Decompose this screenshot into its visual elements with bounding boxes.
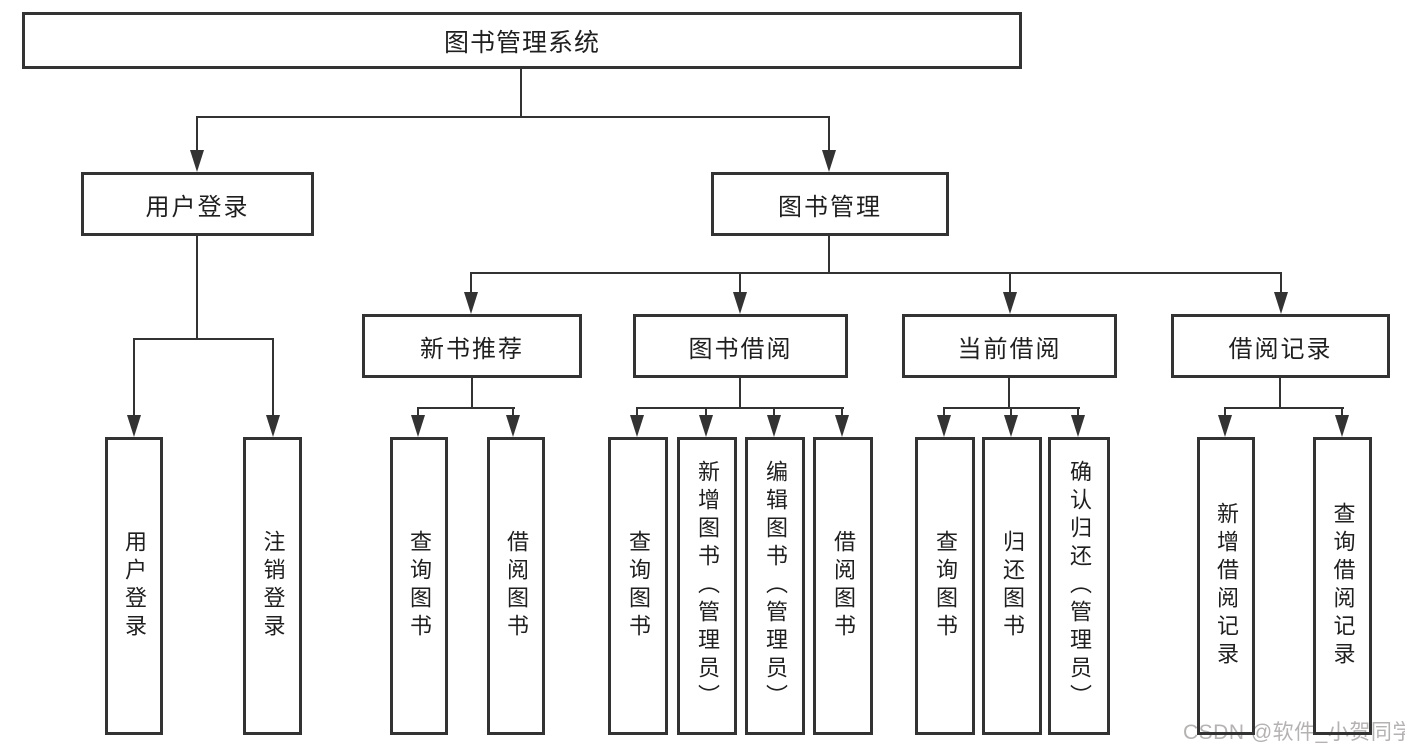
leaf-query-books-recommend: 查询图书	[390, 437, 448, 735]
connector-book-mgmt-drop	[828, 116, 830, 152]
arrow-down-icon	[127, 415, 141, 437]
arrow-down-icon	[767, 415, 781, 437]
leaf-query-borrow-record: 查询借阅记录	[1313, 437, 1372, 735]
node-new-book-recommend: 新书推荐	[362, 314, 582, 378]
leaf-query-books-borrow: 查询图书	[608, 437, 668, 735]
connector-stem	[471, 378, 473, 409]
arrow-down-icon	[1004, 415, 1018, 437]
leaf-return-books: 归还图书	[982, 437, 1042, 735]
connector-drop	[1224, 407, 1226, 417]
node-label: 用户登录	[145, 193, 250, 221]
node-label: 当前借阅	[957, 335, 1062, 363]
node-label: 借阅记录	[1228, 335, 1333, 363]
node-label: 借阅图书	[831, 530, 856, 642]
node-label: 查询借阅记录	[1330, 502, 1356, 670]
connector-drop	[705, 407, 707, 417]
arrow-down-icon	[1274, 292, 1288, 314]
arrow-down-icon	[464, 292, 478, 314]
node-label: 编辑图书（管理员）	[763, 460, 788, 712]
leaf-borrow-books-recommend: 借阅图书	[487, 437, 545, 735]
connector-drop	[1280, 272, 1282, 294]
node-label: 图书管理系统	[443, 28, 600, 57]
node-label: 图书借阅	[688, 335, 793, 363]
connector-drop	[1077, 407, 1079, 417]
node-user-login: 用户登录	[81, 172, 314, 236]
node-current-borrow: 当前借阅	[902, 314, 1117, 378]
leaf-add-book-admin: 新增图书（管理员）	[677, 437, 737, 735]
leaf-query-books-current: 查询图书	[915, 437, 975, 735]
connector-root-stem	[520, 68, 522, 117]
arrow-down-icon	[1071, 415, 1085, 437]
node-label: 注销登录	[260, 530, 286, 642]
connector-level2-rail	[470, 272, 1282, 274]
node-label: 新增借阅记录	[1214, 502, 1239, 670]
node-label: 查询图书	[407, 530, 432, 642]
arrow-down-icon	[733, 292, 747, 314]
connector-user-login-drop	[196, 116, 198, 152]
node-borrow-records: 借阅记录	[1171, 314, 1390, 378]
node-label: 新书推荐	[420, 335, 524, 363]
leaf-confirm-return-admin: 确认归还（管理员）	[1048, 437, 1110, 735]
node-label: 图书管理	[778, 193, 882, 221]
connector-drop	[133, 338, 135, 417]
connector-drop	[841, 407, 843, 417]
connector-user-login-rail	[133, 338, 274, 340]
node-label: 新增图书（管理员）	[695, 460, 720, 712]
connector-rail	[1224, 407, 1344, 409]
leaf-edit-book-admin: 编辑图书（管理员）	[745, 437, 805, 735]
node-library-management-system: 图书管理系统	[22, 12, 1022, 69]
connector-stem	[1008, 378, 1010, 409]
arrow-down-icon	[835, 415, 849, 437]
leaf-user-login: 用户登录	[105, 437, 163, 735]
connector-drop	[470, 272, 472, 294]
leaf-add-borrow-record: 新增借阅记录	[1197, 437, 1255, 735]
connector-drop	[1009, 272, 1011, 294]
connector-drop	[636, 407, 638, 417]
node-label: 归还图书	[1000, 530, 1025, 642]
connector-user-login-stem	[196, 236, 198, 340]
arrow-down-icon	[190, 150, 204, 172]
arrow-down-icon	[411, 415, 425, 437]
arrow-down-icon	[699, 415, 713, 437]
arrow-down-icon	[1218, 415, 1232, 437]
connector-stem	[739, 378, 741, 409]
leaf-borrow-books: 借阅图书	[813, 437, 873, 735]
connector-drop	[1010, 407, 1012, 417]
connector-drop	[272, 338, 274, 417]
node-label: 查询图书	[933, 530, 958, 642]
arrow-down-icon	[937, 415, 951, 437]
node-label: 确认归还（管理员）	[1067, 460, 1092, 712]
node-label: 借阅图书	[504, 530, 529, 642]
connector-drop	[943, 407, 945, 417]
leaf-logout: 注销登录	[243, 437, 302, 735]
connector-drop	[773, 407, 775, 417]
connector-book-mgmt-stem	[828, 236, 830, 274]
connector-level1-rail	[196, 116, 830, 118]
arrow-down-icon	[266, 415, 280, 437]
arrow-down-icon	[506, 415, 520, 437]
node-book-management: 图书管理	[711, 172, 949, 236]
csdn-watermark: CSDN @软件_小贺同学	[1183, 721, 1405, 744]
connector-drop	[512, 407, 514, 417]
connector-rail	[636, 407, 844, 409]
connector-drop	[739, 272, 741, 294]
connector-drop	[1341, 407, 1343, 417]
node-book-borrow: 图书借阅	[633, 314, 848, 378]
connector-rail	[417, 407, 515, 409]
arrow-down-icon	[822, 150, 836, 172]
connector-stem	[1279, 378, 1281, 409]
node-label: 用户登录	[122, 530, 147, 642]
arrow-down-icon	[1335, 415, 1349, 437]
arrow-down-icon	[630, 415, 644, 437]
connector-drop	[417, 407, 419, 417]
arrow-down-icon	[1003, 292, 1017, 314]
node-label: 查询图书	[626, 530, 651, 642]
